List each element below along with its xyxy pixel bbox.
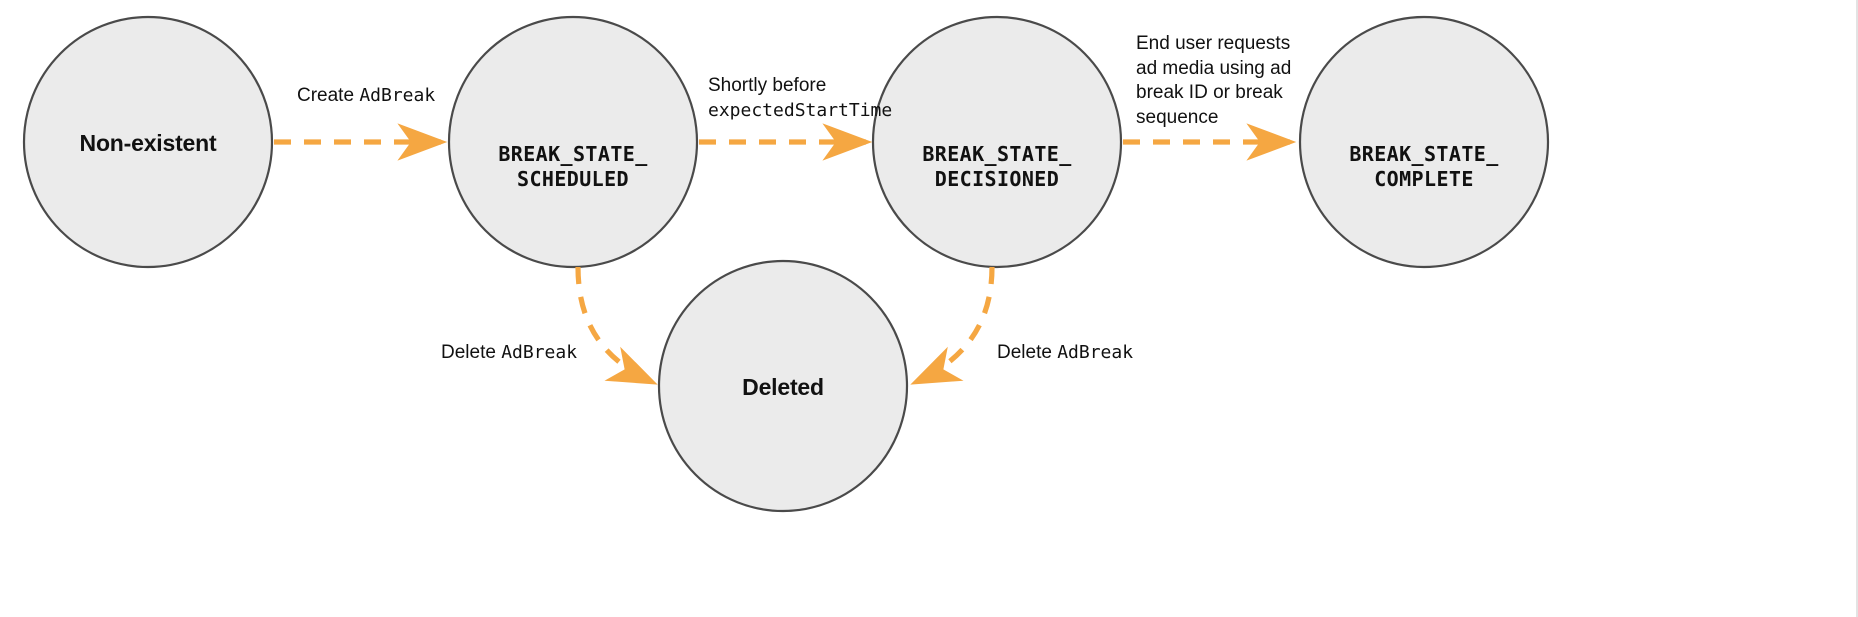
node-break-state-scheduled[interactable] (447, 15, 699, 269)
edge-delete-adbreak-from-scheduled[interactable] (575, 266, 658, 385)
node-break-state-decisioned[interactable] (871, 15, 1123, 269)
edges-group (274, 123, 1297, 385)
node-deleted[interactable] (657, 259, 909, 513)
edge-delete-adbreak-from-decisioned[interactable] (910, 266, 995, 385)
node-non-existent[interactable] (22, 15, 274, 269)
nodes-group (22, 15, 1550, 513)
right-edge-divider (1856, 0, 1858, 617)
node-break-state-complete[interactable] (1298, 15, 1550, 269)
